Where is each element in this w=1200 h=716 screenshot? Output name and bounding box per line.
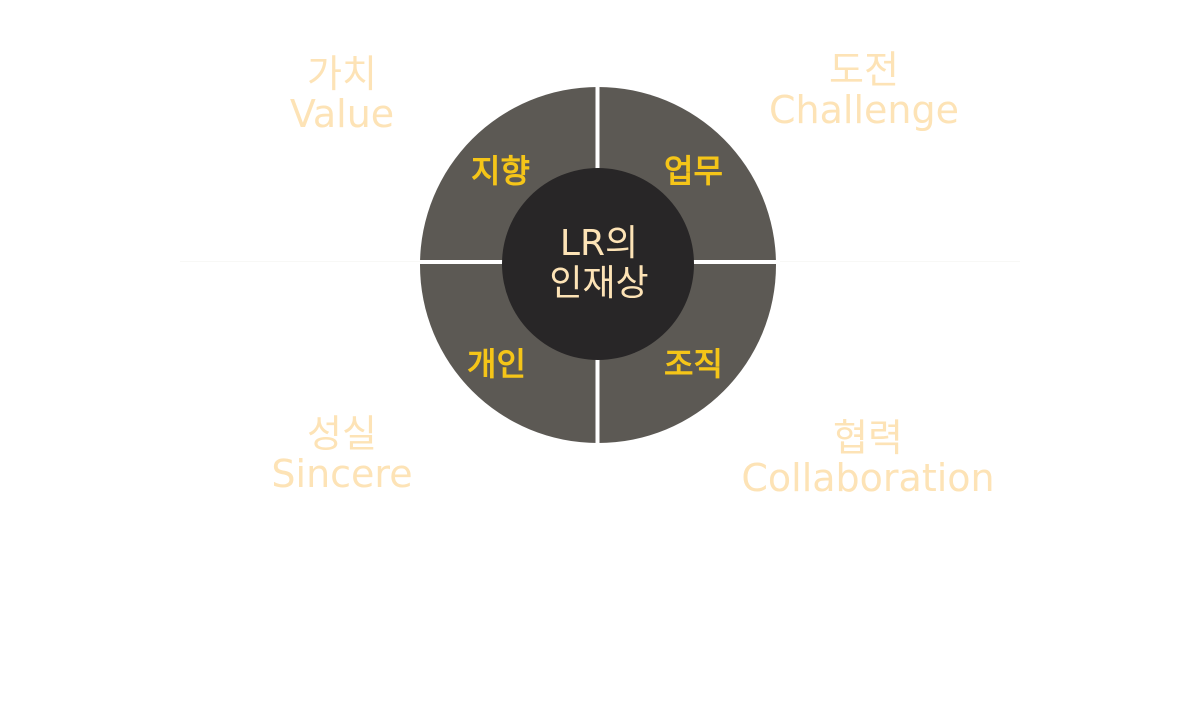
quadrant-individual: 개인 bbox=[467, 345, 526, 383]
quadrant-orientation: 지향 bbox=[471, 152, 530, 190]
value-label: 가치 Value bbox=[242, 54, 442, 134]
collaboration-en: Collaboration bbox=[741, 456, 995, 500]
quadrant-work: 업무 bbox=[664, 152, 723, 190]
sincere-label: 성실 Sincere bbox=[242, 414, 442, 494]
value-ko: 가치 bbox=[307, 52, 377, 96]
quadrant-organization: 조직 bbox=[664, 345, 723, 383]
center-title-line1: LR의 bbox=[559, 223, 639, 264]
collaboration-label: 협력 Collaboration bbox=[718, 418, 1018, 498]
talent-wheel bbox=[420, 86, 780, 446]
center-title: LR의 인재상 bbox=[503, 168, 695, 360]
challenge-label: 도전 Challenge bbox=[714, 50, 1014, 130]
challenge-ko: 도전 bbox=[829, 48, 899, 92]
sincere-ko: 성실 bbox=[307, 412, 377, 456]
collaboration-ko: 협력 bbox=[833, 416, 903, 460]
value-en: Value bbox=[289, 92, 395, 136]
center-title-line2: 인재상 bbox=[549, 263, 649, 304]
center-circle bbox=[502, 168, 694, 360]
challenge-en: Challenge bbox=[769, 88, 959, 132]
sincere-en: Sincere bbox=[271, 452, 413, 496]
